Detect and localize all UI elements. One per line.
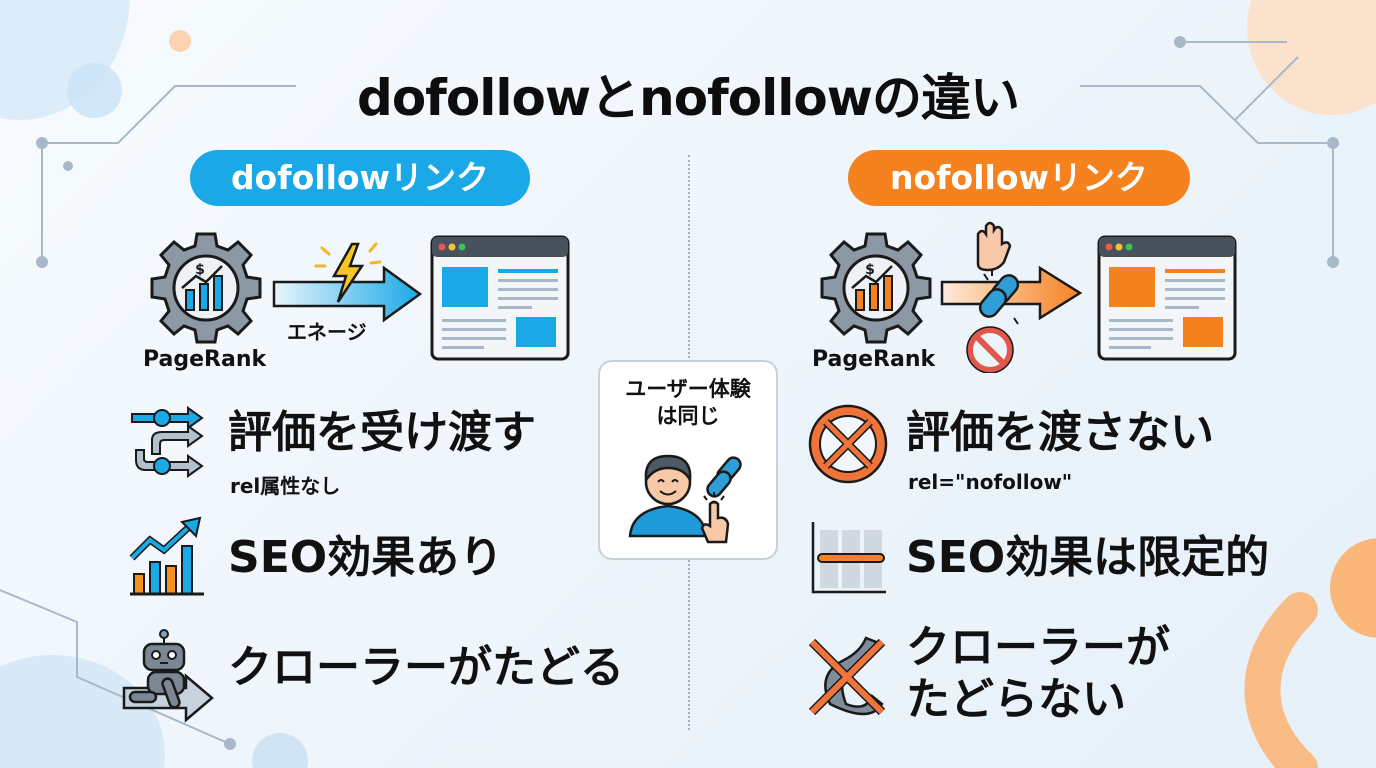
- user-clicking-link-icon: [628, 454, 742, 544]
- bg-circle-blue-small: [67, 63, 122, 118]
- gear-chart-icon-right: $: [820, 232, 932, 344]
- feature-crawler-follows: クローラーがたどる: [228, 642, 624, 693]
- stop-hand-icon: [976, 221, 1012, 272]
- pagerank-label-left: PageRank: [143, 347, 267, 372]
- energy-label: エネージ: [287, 320, 367, 344]
- feature-crawler-not-follow: クローラーが たどらない: [906, 622, 1170, 725]
- user-experience-card: ユーザー体験 は同じ: [598, 360, 778, 560]
- x-circle-icon: [808, 404, 888, 484]
- feature-seo-effect: SEO効果あり: [228, 532, 504, 583]
- gear-chart-icon: $: [150, 232, 262, 344]
- rising-chart-icon: [129, 516, 204, 596]
- feature-seo-limited: SEO効果は限定的: [906, 532, 1270, 583]
- browser-window-icon-blue: [430, 235, 570, 361]
- bg-circle-orange-dot: [169, 30, 191, 52]
- svg-text:$: $: [195, 262, 205, 278]
- feature-no-pass-rating-sub: rel="nofollow": [908, 470, 1073, 494]
- flat-chart-icon: [811, 522, 886, 594]
- pagerank-label-right: PageRank: [812, 347, 936, 372]
- feature-no-pass-rating: 評価を渡さない: [906, 407, 1214, 458]
- browser-window-icon-orange: [1097, 235, 1237, 361]
- flow-pass-icon: [131, 406, 204, 478]
- robot-crawler-icon: [122, 629, 214, 723]
- dofollow-badge: dofollowリンク: [190, 150, 530, 206]
- blocked-road-icon: [808, 636, 886, 716]
- feature-pass-rating-sub: rel属性なし: [230, 474, 341, 498]
- nofollow-badge: nofollowリンク: [848, 150, 1190, 206]
- feature-pass-rating: 評価を受け渡す: [228, 407, 536, 458]
- broken-link-arrow-icon: [940, 221, 1083, 373]
- prohibit-icon: [966, 326, 1014, 373]
- page-title: dofollowとnofollowの違い: [357, 69, 1020, 127]
- lightning-arrow-icon: [272, 242, 423, 323]
- user-experience-title: ユーザー体験 は同じ: [625, 377, 751, 429]
- broken-link-icon: [978, 274, 1020, 318]
- svg-text:$: $: [865, 262, 875, 278]
